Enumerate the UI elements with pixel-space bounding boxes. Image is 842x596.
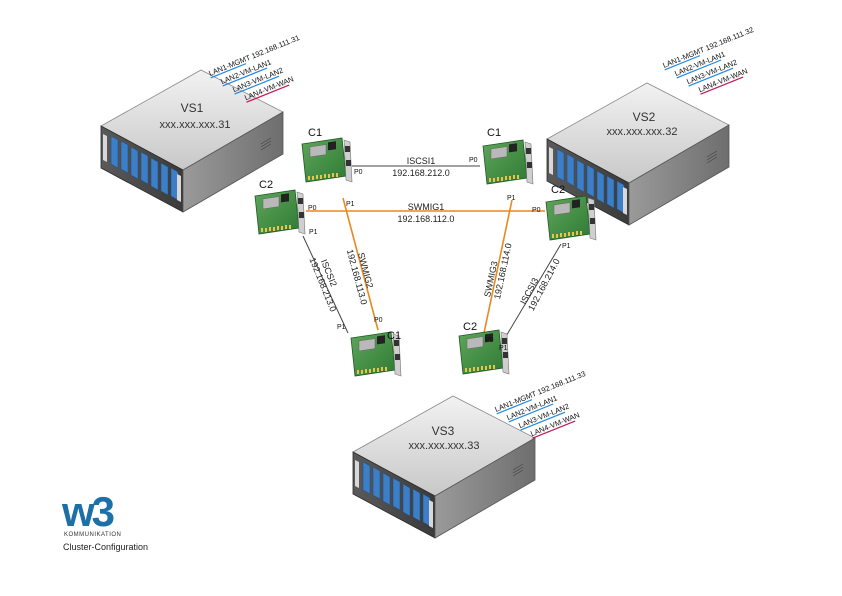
svg-text:192.168.112.0: 192.168.112.0 (398, 214, 455, 224)
server-vs1: VS1 xxx.xxx.xxx.31 (100, 69, 284, 213)
server-ip: xxx.xxx.xxx.32 (607, 126, 678, 138)
port-label: P0 (532, 207, 541, 214)
port-label: P0 (308, 205, 317, 212)
server-ip: xxx.xxx.xxx.33 (409, 440, 480, 452)
port-label: P1 (507, 195, 516, 202)
server-ip: xxx.xxx.xxx.31 (160, 119, 231, 131)
server-name: VS1 (181, 101, 204, 115)
svg-text:ISCSI1: ISCSI1 (407, 156, 436, 166)
links (302, 165, 562, 344)
logo-subtitle: KOMMUNIKATION (64, 532, 122, 538)
svg-text:192.168.212.0: 192.168.212.0 (392, 168, 450, 178)
lan-labels-vs2: LAN1-MGMT 192.168.111.32 LAN2-VM-LAN1 LA… (661, 25, 755, 95)
port-label: P0 (469, 157, 478, 164)
svg-text:SWMIG1: SWMIG1 (408, 202, 445, 212)
label-iscsi1: ISCSI1 192.168.212.0 (392, 156, 450, 178)
port-label: P0 (354, 169, 363, 176)
server-name: VS3 (432, 424, 455, 438)
swmig2-link (342, 197, 379, 331)
logo-mark: w3 (62, 488, 115, 535)
label-swmig3: SWMIG3 192.168.114.0 (482, 242, 513, 300)
nic-vs2-c1: C1 P0 P1 (469, 127, 534, 202)
port-label: P1 (337, 324, 346, 331)
nic-vs3-c2: C2 P0 P1 (458, 321, 510, 375)
label-iscsi2: ISCSI2 192.168.213.0 (307, 256, 338, 313)
nic-vs3-c1: C1 P0 P1 (337, 317, 402, 377)
nic-vs1-c2: C2 P0 P1 (254, 179, 318, 236)
iscsi3-link (501, 243, 562, 344)
nic-label: C2 (551, 184, 565, 196)
nic-vs1-c1: C1 P0 P1 (301, 127, 363, 208)
swmig3-link (483, 199, 513, 334)
nic-vs2-c2: C2 P0 P1 (532, 184, 597, 250)
port-label: P1 (499, 345, 508, 352)
nic-label: C1 (308, 127, 322, 139)
label-iscsi3: ISCSI3 192.168.214.0 (518, 257, 562, 313)
server-vs3: VS3 xxx.xxx.xxx.33 (352, 395, 536, 539)
port-label: P1 (346, 201, 355, 208)
label-swmig1: SWMIG1 192.168.112.0 (398, 202, 455, 224)
server-name: VS2 (633, 110, 656, 124)
nic-label: C1 (387, 330, 401, 342)
port-label: P0 (485, 337, 494, 344)
nic-label: C2 (259, 179, 273, 191)
nic-label: C2 (463, 321, 477, 333)
port-label: P1 (309, 229, 318, 236)
iscsi2-link (302, 235, 349, 334)
company-logo: w3 KOMMUNIKATION Cluster-Configuration (56, 488, 196, 562)
label-swmig2: SWMIG2 192.168.113.0 (345, 248, 375, 306)
port-label: P1 (562, 243, 571, 250)
diagram-caption: Cluster-Configuration (63, 542, 149, 552)
port-label: P0 (374, 317, 383, 324)
server-vs2: VS2 xxx.xxx.xxx.32 (546, 82, 730, 226)
nic-label: C1 (487, 127, 501, 139)
